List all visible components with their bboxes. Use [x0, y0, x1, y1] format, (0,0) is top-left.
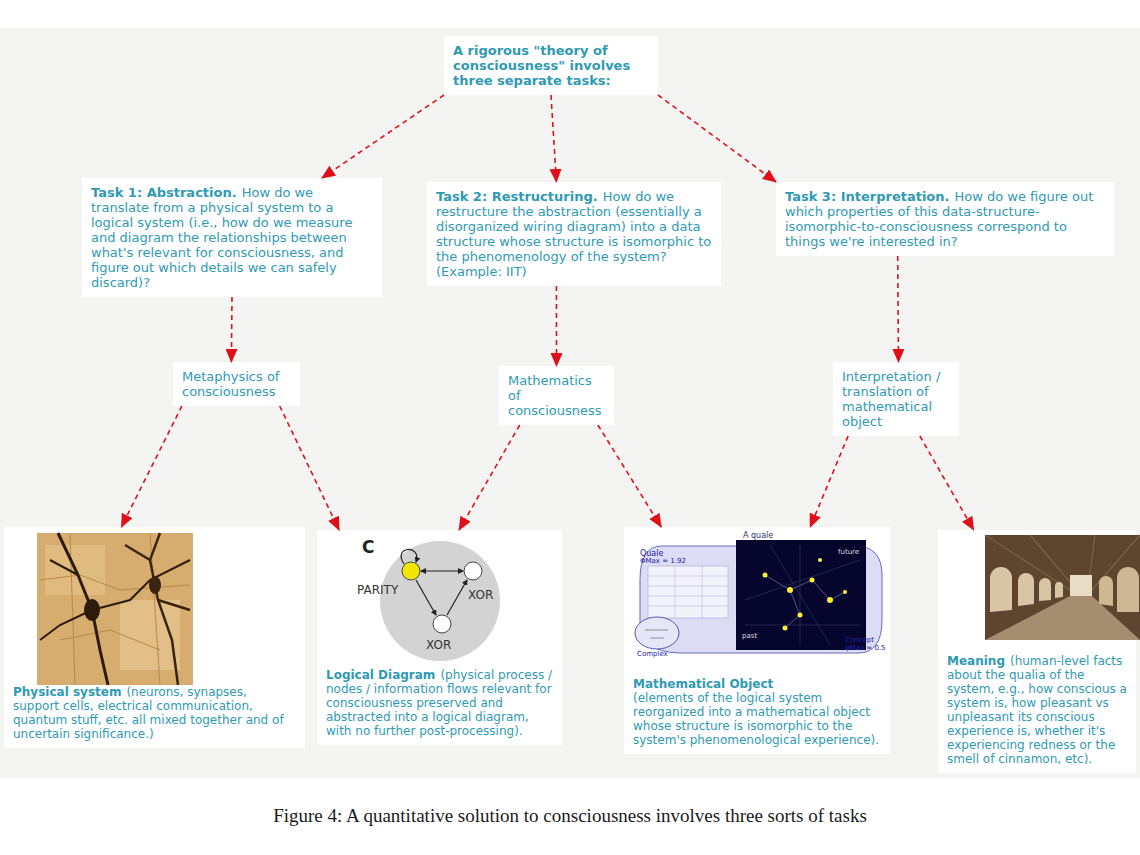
- node-text: Logical Diagram(physical process / nodes…: [326, 668, 553, 738]
- node-text: Interpretation / translation of mathemat…: [842, 369, 950, 429]
- task-box: Task 1: Abstraction.How do we translate …: [82, 178, 382, 297]
- node-text: Task 2: Restructuring.How do we restruct…: [436, 189, 712, 279]
- node-text: Metaphysics of consciousness: [182, 369, 291, 399]
- stage-label-box: Metaphysics of consciousness: [173, 362, 300, 406]
- dashed-arrow: [897, 256, 899, 362]
- node-heading: Task 1: Abstraction.: [91, 185, 237, 200]
- gate-name: PARITY: [357, 583, 398, 597]
- node-text: Task 3: Interpretation.How do we figure …: [785, 189, 1105, 249]
- stage-label-box: Interpretation / translation of mathemat…: [833, 362, 959, 436]
- illustrated-box: Physical system(neurons, synapses, suppo…: [4, 527, 305, 748]
- stage-label-box: Mathematics of consciousness: [499, 366, 614, 425]
- gate-name: XOR: [468, 588, 493, 602]
- node-text: Physical system(neurons, synapses, suppo…: [13, 685, 296, 741]
- node-body: (elements of the logical system reorgani…: [633, 691, 879, 747]
- node-text: Mathematics of consciousness: [508, 373, 605, 418]
- dashed-arrow: [551, 95, 556, 182]
- figure-caption: Figure 4: A quantitative solution to con…: [0, 805, 1140, 827]
- node-text: A rigorous "theory of consciousness" inv…: [453, 43, 649, 88]
- dashed-arrow: [280, 406, 339, 530]
- node-text: Task 1: Abstraction.How do we translate …: [91, 185, 373, 290]
- node-body: How do we translate from a physical syst…: [91, 185, 352, 290]
- dashed-arrow: [121, 406, 181, 527]
- panel-letter: C: [362, 538, 374, 557]
- figure-note: ΦMax = 1.92: [640, 557, 686, 566]
- dashed-arrow: [810, 436, 848, 527]
- dashed-arrow: [231, 297, 233, 362]
- figure-note: Complex: [637, 650, 668, 659]
- figure-note: Concept: [845, 636, 874, 645]
- dashed-arrow: [598, 425, 661, 527]
- task-box: Task 3: Interpretation.How do we figure …: [776, 182, 1114, 256]
- dashed-arrow: [658, 95, 776, 182]
- node-text: Meaning(human-level facts about the qual…: [947, 654, 1127, 766]
- dashed-arrow: [556, 286, 558, 366]
- node-text: Mathematical Object(elements of the logi…: [633, 677, 881, 747]
- dashed-arrow: [920, 436, 974, 530]
- title-box: A rigorous "theory of consciousness" inv…: [444, 36, 658, 95]
- node-heading: Logical Diagram: [326, 668, 435, 682]
- node-body: Mathematics of consciousness: [508, 373, 602, 418]
- node-body: Metaphysics of consciousness: [182, 369, 279, 399]
- task-box: Task 2: Restructuring.How do we restruct…: [427, 182, 721, 286]
- figure-title: A quale: [743, 531, 773, 541]
- node-body: A rigorous "theory of consciousness" inv…: [453, 43, 630, 88]
- figure-note: φMax = 0.5: [845, 644, 886, 653]
- dashed-arrow: [459, 425, 520, 530]
- axis-name: future: [838, 548, 859, 557]
- illustrated-box: Logical Diagram(physical process / nodes…: [317, 530, 562, 745]
- node-body: Interpretation / translation of mathemat…: [842, 369, 940, 429]
- node-heading: Mathematical Object: [633, 677, 881, 691]
- node-heading: Task 3: Interpretation.: [785, 189, 950, 204]
- node-body: (human-level facts about the qualia of t…: [947, 654, 1127, 766]
- gate-name: XOR: [426, 638, 451, 652]
- axis-name: past: [742, 632, 757, 641]
- dashed-arrow: [322, 95, 444, 178]
- node-heading: Physical system: [13, 685, 121, 699]
- node-heading: Task 2: Restructuring.: [436, 189, 598, 204]
- node-heading: Meaning: [947, 654, 1005, 668]
- illustrated-box: Meaning(human-level facts about the qual…: [938, 530, 1136, 773]
